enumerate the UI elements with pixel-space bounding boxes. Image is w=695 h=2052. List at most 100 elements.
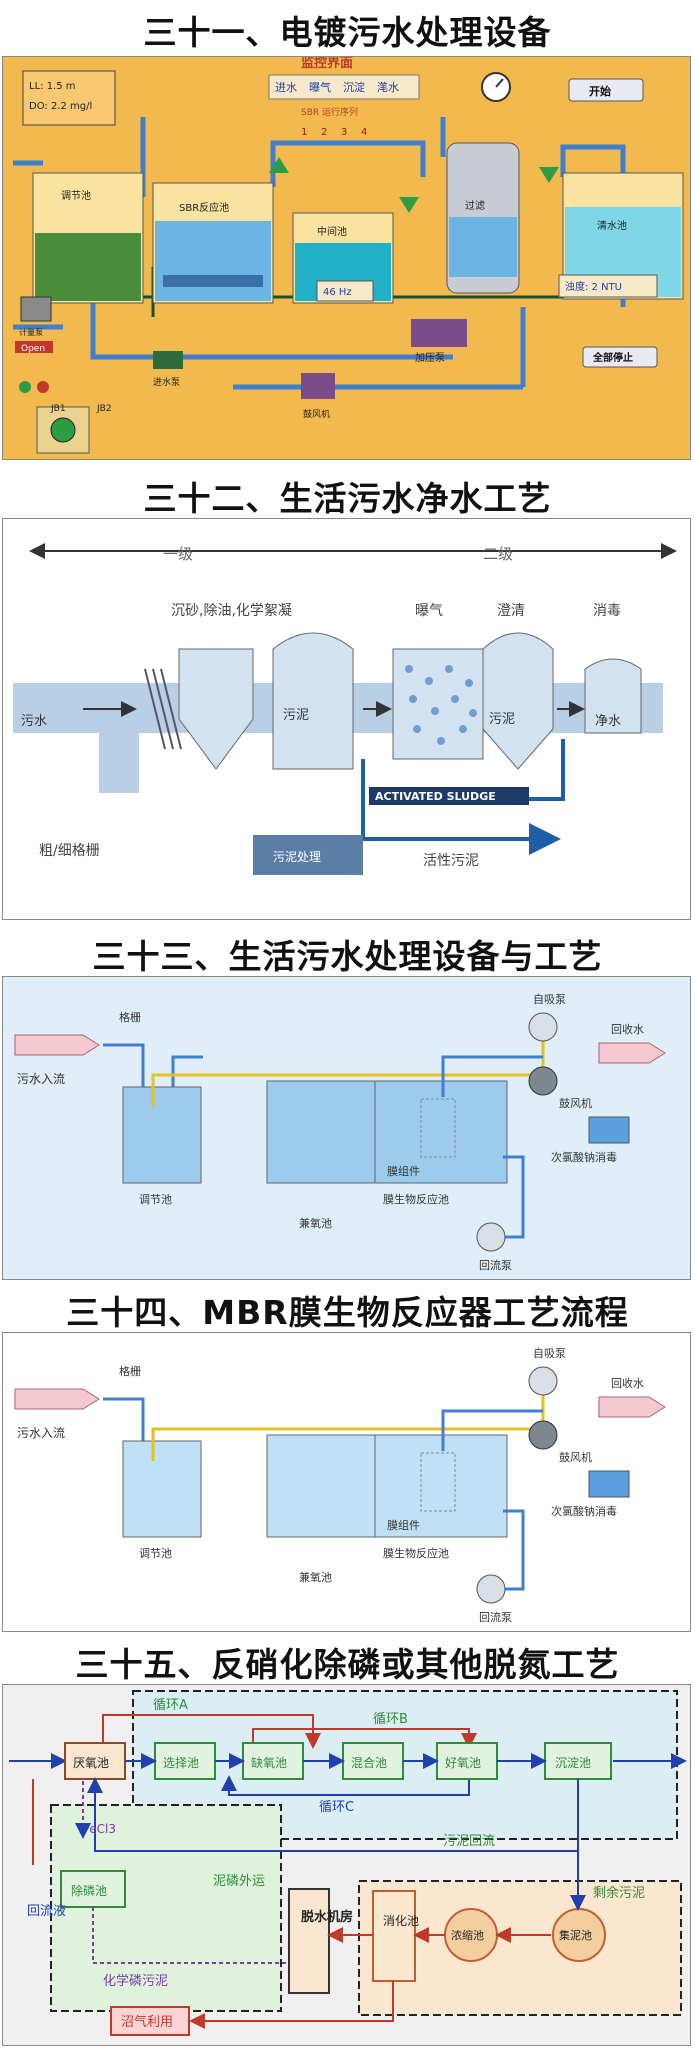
return-pump-icon-2 [476,1574,506,1604]
inlet-pump-icon [153,351,183,369]
adjust-label: 调节池 [139,1193,172,1206]
grille-label: 格栅 [119,1010,141,1024]
biogas-box [110,2006,190,2036]
disinfect-label: 消毒 [593,603,621,619]
thicken-label: 浓缩池 [451,1929,484,1942]
digest-tank [372,1890,416,1982]
dewater-room [288,1888,330,1994]
membrane-label: 膜组件 [387,1164,420,1178]
blower-icon [301,373,335,399]
section-34-title: 三十四、MBR膜生物反应器工艺流程 [66,1293,629,1332]
grille-label-2: 格栅 [119,1364,141,1378]
mode-2[interactable]: 沉淀 [343,80,365,94]
reactor-tank-2 [266,1434,508,1538]
sbr-sequence-label: SBR 运行序列 [301,106,358,118]
frequency-readout: 46 Hz [323,287,352,298]
purification-process-diagram: 一级 二级 沉砂,除油,化学絮凝 曝气 澄清 消毒 污水 污泥 污泥 净水 AC… [13,543,677,875]
turbidity-readout: 浊度: 2 NTU [565,280,622,293]
return-liquid-label: 回流液 [27,1904,66,1919]
do-readout: DO: 2.2 mg/l [29,101,92,112]
blower-label: 鼓风机 [303,408,330,420]
step-2: 2 [321,127,327,138]
tank-filter: 过滤 [446,142,520,294]
tank-sbr: SBR反应池 [152,182,274,304]
disinfect-label: 次氯酸钠消毒 [551,1150,617,1164]
surplus-label: 剩余污泥 [593,1885,645,1901]
mbr-equipment-diagram-1: 污水入流 格栅 调节池 膜生物反应池 兼氧池 膜组件 自吸泵 鼓风机 回收水 次… [14,993,666,1272]
mode-3[interactable]: 滗水 [377,80,399,94]
inflow-label-2: 污水入流 [17,1426,65,1440]
fecl3-label: FeCl3 [83,1822,116,1836]
section-32-title: 三十二、生活污水净水工艺 [143,479,552,518]
membrane-label-2: 膜组件 [387,1518,420,1532]
primary-tank [272,632,354,770]
tank-settling [544,1742,612,1780]
recycled-arrow [598,1042,666,1064]
screen-pit [99,733,139,793]
tank-selector-label: 选择池 [163,1756,199,1770]
anoxic-label: 兼氧池 [299,1216,332,1230]
inlet-pump-label: 进水泵 [153,376,180,388]
self-priming-pump-icon-2 [528,1366,558,1396]
blower-icon-2 [528,1066,558,1096]
tank-filter-label: 过滤 [465,199,485,212]
tank-anoxic-label: 缺氧池 [251,1755,287,1770]
boost-pump-icon [411,319,467,347]
anoxic-label-2: 兼氧池 [299,1570,332,1584]
clarifier [482,632,554,770]
mode-box [268,74,420,100]
tank-adjust: 调节池 [32,172,144,304]
tank-aerobic-label: 好氧池 [445,1756,481,1770]
stop-all-button[interactable] [582,346,658,368]
domestic-equipment-panel: 污水入流 格栅 调节池 膜生物反应池 兼氧池 膜组件 自吸泵 鼓风机 回收水 次… [2,976,691,1280]
activated-sludge-label: ACTIVATED SLUDGE [375,790,496,803]
recycled-label: 回收水 [611,1022,644,1036]
membrane-module-2 [420,1452,456,1512]
tank-mixing-label: 混合池 [351,1755,387,1770]
stop-indicator-icon [37,381,49,393]
tank-adjust-label: 调节池 [61,189,91,202]
clarify-label: 澄清 [497,603,525,619]
blower-label-2: 鼓风机 [559,1096,592,1110]
self-priming-pump-icon [528,1012,558,1042]
reactor-label-2: 膜生物反应池 [383,1546,449,1560]
disinfection-tank [584,658,642,734]
denitrification-panel: 循环A 循环B 循环C 厌氧池 选择池 缺氧池 混合池 好氧池 沉淀池 污泥回流… [2,1684,691,2046]
jb2-label: JB2 [96,404,112,414]
frequency-box [316,280,374,302]
phosphorus-out-label: 泥磷外运 [213,1874,265,1889]
tank-clean-label: 清水池 [597,219,627,232]
mode-1[interactable]: 曝气 [309,80,331,94]
screen-label: 粗/细格栅 [39,843,100,859]
mbr-process-panel: 污水入流 格栅 调节池 膜生物反应池 兼氧池 膜组件 自吸泵 鼓风机 回收水 次… [2,1332,691,1632]
section-33-title: 三十三、生活污水处理设备与工艺 [92,937,603,976]
grit-chamber [178,648,254,770]
blower-icon-3 [528,1420,558,1450]
mbr-equipment-diagram-2: 污水入流 格栅 调节池 膜生物反应池 兼氧池 膜组件 自吸泵 鼓风机 回收水 次… [14,1347,666,1624]
self-pump-label: 自吸泵 [533,993,566,1006]
membrane-module [420,1098,456,1158]
loop-c-label: 循环C [319,1800,354,1815]
mixer-box [36,406,90,454]
level-info-box [22,70,116,126]
phosphorus-tank-label: 除磷池 [71,1883,107,1898]
adjust-tank-2 [122,1440,202,1538]
return-pump-label: 回流泵 [479,1258,512,1272]
process-tanks: 厌氧池 选择池 缺氧池 混合池 好氧池 沉淀池 [64,1742,612,1780]
dosing-pump-icon [20,296,52,322]
inflow-arrow [14,1034,100,1056]
recycled-label-2: 回收水 [611,1376,644,1390]
inflow-arrow-2 [14,1388,100,1410]
dosing-pump-label: 计量泵 [19,327,43,337]
sludge-label: 污泥 [283,708,309,723]
disinfect-tank-2 [588,1470,630,1498]
start-button[interactable] [568,78,644,102]
open-button[interactable] [15,341,53,353]
stage-one-label: 沉砂,除油,化学絮凝 [171,602,292,619]
adjust-label-2: 调节池 [139,1547,172,1560]
dewater-label: 脱水机房 [301,1909,353,1925]
mode-0[interactable]: 进水 [275,81,297,94]
plating-wastewater-panel: LL: 1.5 m DO: 2.2 mg/l 监控界面 进水 曝气 沉淀 滗水 … [2,56,691,460]
domestic-purification-panel: 一级 二级 沉砂,除油,化学絮凝 曝气 澄清 消毒 污水 污泥 污泥 净水 AC… [2,518,691,920]
inflow-label: 污水入流 [17,1072,65,1086]
